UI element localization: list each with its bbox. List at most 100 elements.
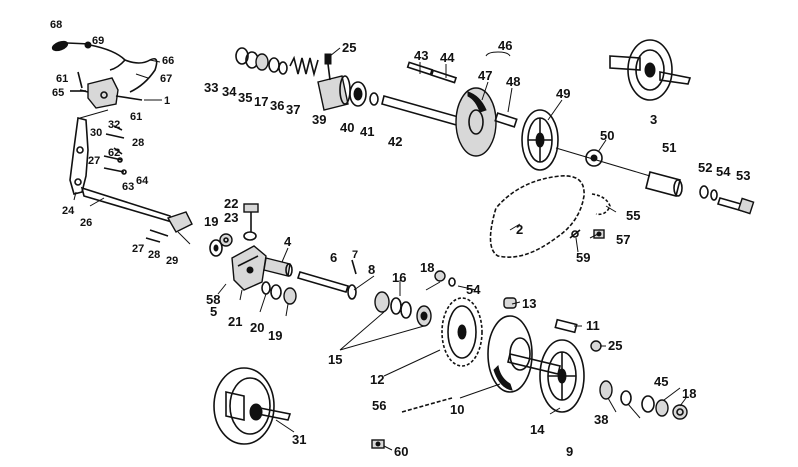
callout-41: 41: [360, 124, 374, 139]
disc-10: [487, 315, 561, 393]
callout-61b: 61: [130, 111, 142, 123]
sprocket-50: [585, 149, 603, 167]
nut-19-upper: [219, 233, 233, 247]
sprocket-12: [441, 297, 483, 367]
callout-47: 47: [478, 68, 492, 83]
linkage-arm-24: [69, 109, 109, 195]
callout-25: 25: [342, 40, 356, 55]
shaft-42: [381, 95, 463, 127]
callout-38: 38: [594, 412, 608, 427]
washers-52-54-bolt-53: [699, 185, 755, 215]
lever-housing-1: [79, 77, 143, 109]
callout-59: 59: [576, 250, 590, 265]
callout-18b: 18: [682, 386, 696, 401]
washers-21-20-19: [261, 281, 297, 305]
callout-53: 53: [736, 168, 750, 183]
small-pins-30-32-28-62-27-63-64: [103, 125, 127, 175]
callout-19b: 19: [268, 328, 282, 343]
bushing-39: [317, 75, 351, 111]
callout-11: 11: [586, 318, 600, 333]
callout-28: 28: [132, 137, 144, 149]
callout-60: 60: [394, 444, 408, 459]
callout-62: 62: [108, 147, 120, 159]
callout-29: 29: [166, 255, 178, 267]
callout-5: 5: [210, 304, 217, 319]
callout-65: 65: [52, 87, 64, 99]
callout-37: 37: [286, 102, 300, 117]
callout-23: 23: [224, 210, 238, 225]
callout-36: 36: [270, 98, 284, 113]
link-60: [371, 439, 385, 449]
callout-25b: 25: [608, 338, 622, 353]
callout-49: 49: [556, 86, 570, 101]
shaft-6: [296, 271, 350, 293]
washer-9-45-nut-18: [620, 390, 688, 420]
callout-46: 46: [498, 38, 512, 53]
spacer-51: [645, 171, 683, 197]
callout-4: 4: [284, 234, 292, 249]
callout-56: 56: [372, 398, 386, 413]
callout-39: 39: [312, 112, 326, 127]
callout-66: 66: [162, 55, 174, 67]
callout-14: 14: [530, 422, 545, 437]
washer-23: [243, 231, 257, 241]
callout-57: 57: [616, 232, 630, 247]
callout-22: 22: [224, 196, 238, 211]
small-nut-18-washer-54: [434, 270, 456, 287]
callout-43: 43: [414, 48, 428, 63]
callout-42: 42: [388, 134, 402, 149]
callout-68: 68: [50, 19, 62, 31]
callout-55: 55: [626, 208, 640, 223]
callout-54b: 54: [466, 282, 481, 297]
chain-55: [591, 193, 611, 216]
pulley-31: [213, 367, 292, 445]
pin-7-washer-8: [347, 259, 357, 300]
keys-43-44: [406, 61, 458, 84]
spring-37: [289, 55, 319, 78]
callout-33: 33: [204, 80, 218, 95]
callout-61: 61: [56, 73, 68, 85]
pulley-half-47: [455, 87, 497, 157]
drive-belt-2: [489, 174, 586, 259]
callout-9: 9: [566, 444, 573, 459]
callout-67: 67: [160, 73, 172, 85]
callout-19a: 19: [204, 214, 218, 229]
callout-50: 50: [600, 128, 614, 143]
callout-numbers: 68 69 66 67 61 65 1 25 33 34 35 17 36 37…: [50, 19, 750, 459]
cable-grip-68: [51, 40, 92, 52]
callout-2: 2: [516, 222, 523, 237]
bearings-15-16: [374, 291, 432, 327]
callout-21: 21: [228, 314, 242, 329]
callout-44: 44: [440, 50, 455, 65]
grease-nipple-25: [324, 53, 332, 81]
rod-26: [80, 186, 174, 224]
callout-31: 31: [292, 432, 306, 447]
pulley-14: [539, 339, 585, 413]
callout-24: 24: [62, 205, 75, 217]
pulley-half-49: [521, 109, 559, 171]
callout-7: 7: [352, 249, 358, 261]
callout-20: 20: [250, 320, 264, 335]
callout-51: 51: [662, 140, 676, 155]
callout-48: 48: [506, 74, 520, 89]
callout-27b: 27: [132, 243, 144, 255]
callout-6: 6: [330, 250, 337, 265]
pins-61-65: [70, 71, 86, 92]
callout-45: 45: [654, 374, 668, 389]
callout-58: 58: [206, 292, 220, 307]
washer-58: [209, 239, 223, 257]
callout-69: 69: [92, 35, 104, 47]
pin-48: [494, 112, 518, 128]
callout-28b: 28: [148, 249, 160, 261]
callout-13: 13: [522, 296, 536, 311]
callout-52: 52: [698, 160, 712, 175]
bearing-38: [599, 380, 613, 400]
axis-line-upper: [555, 147, 651, 177]
callout-1: 1: [164, 95, 170, 107]
callout-15: 15: [328, 352, 342, 367]
pin-11: [554, 318, 578, 334]
callout-35: 35: [238, 90, 252, 105]
clamp-body-5: [231, 245, 267, 291]
callout-32: 32: [108, 119, 120, 131]
